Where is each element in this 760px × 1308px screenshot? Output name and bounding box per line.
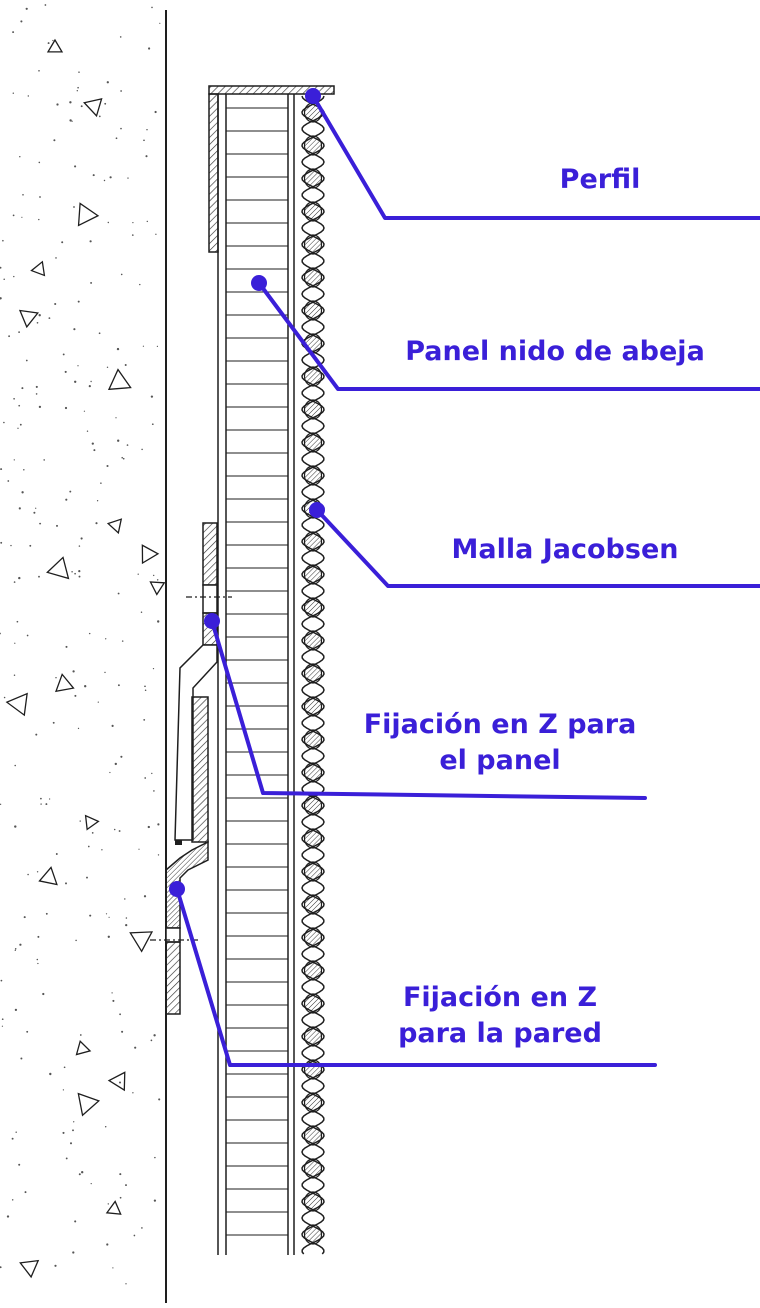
leader-perfil (311, 94, 760, 220)
label-fijacion-pared-line2: para la pared (398, 1018, 602, 1049)
label-malla-jacobsen: Malla Jacobsen (410, 532, 720, 568)
jacobsen-mesh (301, 95, 325, 1255)
dot-malla (309, 502, 325, 518)
label-panel-text: Panel nido de abeja (405, 336, 705, 367)
concrete-wall-texture (0, 4, 166, 1285)
honeycomb-cells (226, 107, 288, 1236)
label-fijacion-pared-line1: Fijación en Z (402, 982, 598, 1013)
dot-fijacion-pared (169, 881, 185, 897)
dot-fijacion-panel (204, 613, 220, 629)
leader-panel (257, 281, 760, 391)
label-perfil: Perfil (500, 162, 700, 198)
leader-fijacion-panel (210, 619, 647, 800)
z-bracket-panel (174, 522, 232, 845)
label-fijacion-pared: Fijación en Z para la pared (360, 980, 640, 1052)
honeycomb-panel (217, 94, 295, 1255)
callout-leaders (175, 94, 760, 1067)
z-bracket-wall (150, 840, 209, 1015)
dot-panel (251, 275, 267, 291)
leader-fijacion-pared (175, 887, 657, 1067)
label-fijacion-panel-line2: el panel (439, 745, 561, 776)
label-panel-nido-de-abeja: Panel nido de abeja (360, 334, 750, 370)
leader-malla (315, 508, 760, 588)
callout-dots (169, 88, 325, 897)
label-fijacion-panel: Fijación en Z para el panel (330, 707, 670, 779)
dot-perfil (305, 88, 321, 104)
label-perfil-text: Perfil (559, 164, 641, 195)
label-fijacion-panel-line1: Fijación en Z para (363, 709, 637, 740)
label-malla-text: Malla Jacobsen (451, 534, 679, 565)
